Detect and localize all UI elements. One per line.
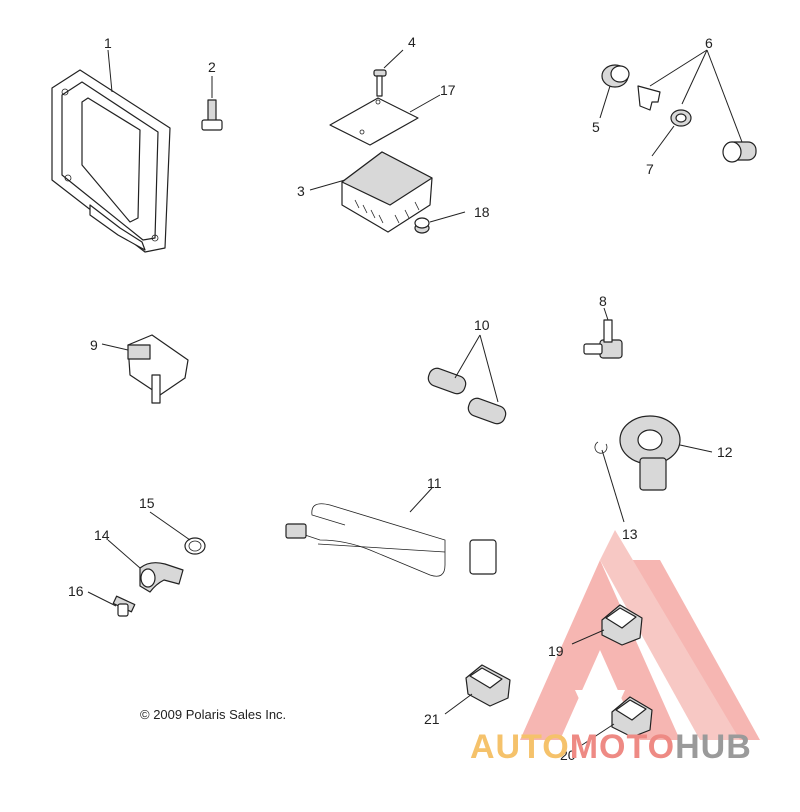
- callout-2: 2: [208, 59, 216, 75]
- callout-19: 19: [548, 643, 564, 659]
- callout-18: 18: [474, 204, 490, 220]
- part-10-connectors: [427, 334, 507, 425]
- callout-9: 9: [90, 337, 98, 353]
- part-16-bolt: [87, 591, 136, 617]
- callout-12: 12: [717, 444, 733, 460]
- part-6-key: [637, 49, 757, 163]
- callout-3: 3: [297, 183, 305, 199]
- callout-7: 7: [646, 161, 654, 177]
- callout-17: 17: [440, 82, 456, 98]
- part-7-washer: [651, 109, 692, 157]
- callout-5: 5: [592, 119, 600, 135]
- callout-16: 16: [68, 583, 84, 599]
- part-3-module: [309, 151, 433, 233]
- watermark-logo: [520, 530, 760, 740]
- callout-14: 14: [94, 527, 110, 543]
- part-2-bolt: [201, 76, 223, 131]
- callout-11: 11: [427, 475, 442, 491]
- callout-6: 6: [705, 35, 713, 51]
- part-21-switch: [444, 664, 511, 715]
- callout-4: 4: [408, 34, 416, 50]
- watermark-auto: AUTO: [470, 728, 570, 766]
- callout-1: 1: [104, 35, 112, 51]
- part-1-ecu: [51, 49, 171, 253]
- part-12-knock: [619, 415, 713, 491]
- callout-20: 20: [560, 747, 576, 763]
- part-11-harness: [285, 487, 497, 577]
- callout-8: 8: [599, 293, 607, 309]
- part-18-nut: [414, 211, 466, 234]
- watermark-moto: MOTO: [569, 728, 676, 766]
- callout-13: 13: [622, 526, 638, 542]
- watermark-hub: HUB: [675, 728, 752, 766]
- part-13-clip: [594, 441, 625, 523]
- callout-15: 15: [139, 495, 155, 511]
- part-9-sensor: [101, 334, 189, 404]
- part-8-sensor: [583, 307, 623, 359]
- part-15-oring: [149, 511, 206, 555]
- part-19-switch: [571, 604, 643, 646]
- part-4-screw: [373, 49, 404, 97]
- callout-10: 10: [474, 317, 490, 333]
- part-17-plate: [329, 94, 441, 146]
- watermark-text: AUTOMOTOHUB: [470, 728, 752, 767]
- callout-21: 21: [424, 711, 440, 727]
- part-5-cap: [599, 64, 630, 119]
- copyright-text: © 2009 Polaris Sales Inc.: [140, 707, 287, 722]
- part-20-switch: [581, 696, 653, 746]
- part-14-sensor: [107, 539, 184, 593]
